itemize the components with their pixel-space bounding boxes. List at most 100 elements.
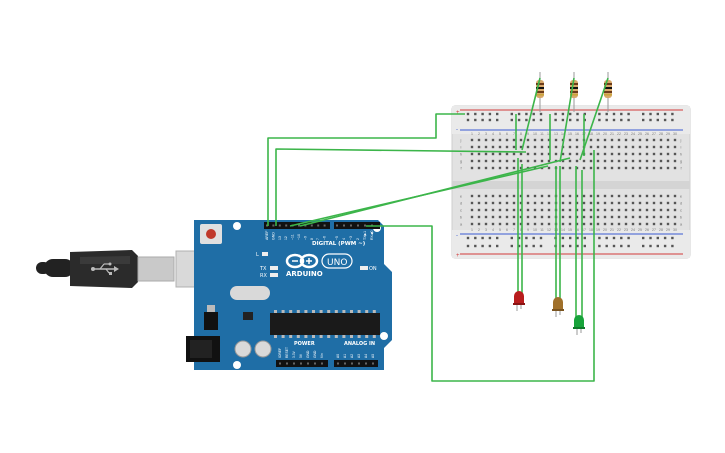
breadboard-hole[interactable] [519, 152, 523, 156]
breadboard-hole[interactable] [505, 159, 509, 163]
breadboard-hole[interactable] [603, 145, 607, 149]
breadboard-hole[interactable] [659, 222, 663, 226]
breadboard-hole[interactable] [589, 222, 593, 226]
rail-hole[interactable] [525, 244, 528, 248]
rail-hole[interactable] [510, 112, 513, 116]
breadboard-hole[interactable] [617, 194, 621, 198]
rail-hole[interactable] [612, 236, 616, 240]
breadboard-hole[interactable] [575, 201, 579, 205]
breadboard-hole[interactable] [610, 166, 614, 170]
rail-hole[interactable] [510, 244, 513, 248]
breadboard-hole[interactable] [561, 208, 565, 212]
breadboard-hole[interactable] [505, 145, 509, 149]
breadboard-hole[interactable] [477, 215, 481, 219]
breadboard-hole[interactable] [554, 145, 558, 149]
breadboard-hole[interactable] [645, 159, 649, 163]
rail-hole[interactable] [605, 236, 608, 240]
rail-hole[interactable] [649, 244, 652, 248]
breadboard-hole[interactable] [505, 208, 509, 212]
breadboard-hole[interactable] [582, 201, 586, 205]
rail-hole[interactable] [671, 112, 674, 116]
breadboard-hole[interactable] [512, 194, 516, 198]
rail-hole[interactable] [569, 236, 572, 240]
breadboard-hole[interactable] [645, 215, 649, 219]
rail-hole[interactable] [488, 118, 492, 122]
rail-hole[interactable] [642, 244, 645, 248]
breadboard-hole[interactable] [526, 159, 530, 163]
breadboard-hole[interactable] [533, 222, 537, 226]
breadboard-hole[interactable] [533, 145, 537, 149]
breadboard-hole[interactable] [505, 152, 509, 156]
breadboard-hole[interactable] [624, 208, 628, 212]
breadboard-hole[interactable] [526, 145, 530, 149]
breadboard-hole[interactable] [652, 215, 656, 219]
breadboard-hole[interactable] [617, 159, 621, 163]
breadboard-hole[interactable] [491, 152, 495, 156]
breadboard-hole[interactable] [652, 166, 656, 170]
reset-button[interactable] [206, 229, 216, 239]
breadboard-hole[interactable] [589, 159, 593, 163]
digital-pin[interactable] [285, 224, 288, 227]
breadboard-hole[interactable] [673, 222, 677, 226]
rail-hole[interactable] [525, 236, 528, 240]
arduino-uno-board[interactable]: L TX RX ON ARDUINO UNO DIGITAL (PWM ~) P… [186, 220, 392, 370]
wire-resistor2-lead[interactable] [559, 77, 575, 163]
breadboard-hole[interactable] [645, 201, 649, 205]
rail-hole[interactable] [605, 118, 608, 122]
breadboard-hole[interactable] [575, 222, 579, 226]
breadboard-hole[interactable] [617, 152, 621, 156]
rail-hole[interactable] [569, 244, 572, 248]
breadboard-hole[interactable] [561, 222, 565, 226]
digital-pin[interactable] [272, 224, 275, 227]
rail-hole[interactable] [496, 236, 499, 240]
breadboard-hole[interactable] [533, 208, 537, 212]
rail-hole[interactable] [627, 118, 630, 122]
rail-hole[interactable] [517, 112, 521, 116]
power-pin[interactable] [314, 362, 316, 365]
breadboard-hole[interactable] [673, 166, 677, 170]
rail-hole[interactable] [642, 118, 645, 122]
breadboard-hole[interactable] [526, 201, 530, 205]
breadboard-hole[interactable] [533, 201, 537, 205]
breadboard-hole[interactable] [505, 215, 509, 219]
breadboard-hole[interactable] [477, 194, 481, 198]
power-pin[interactable] [300, 362, 302, 365]
rail-hole[interactable] [561, 118, 565, 122]
breadboard-hole[interactable] [498, 208, 502, 212]
breadboard-hole[interactable] [470, 222, 474, 226]
breadboard-hole[interactable] [610, 215, 614, 219]
breadboard-hole[interactable] [603, 208, 607, 212]
breadboard-hole[interactable] [533, 152, 537, 156]
breadboard-hole[interactable] [603, 152, 607, 156]
rail-hole[interactable] [539, 118, 543, 122]
rail-hole[interactable] [649, 112, 652, 116]
rail-hole[interactable] [605, 112, 608, 116]
breadboard-hole[interactable] [582, 194, 586, 198]
digital-pin[interactable] [323, 224, 326, 227]
breadboard-hole[interactable] [512, 208, 516, 212]
rail-hole[interactable] [510, 236, 513, 240]
breadboard-hole[interactable] [659, 201, 663, 205]
breadboard-hole[interactable] [589, 152, 593, 156]
breadboard-hole[interactable] [498, 201, 502, 205]
breadboard-hole[interactable] [631, 201, 635, 205]
breadboard-hole[interactable] [526, 215, 530, 219]
breadboard-hole[interactable] [596, 138, 600, 142]
breadboard-hole[interactable] [547, 166, 551, 170]
breadboard-hole[interactable] [659, 194, 663, 198]
rail-hole[interactable] [627, 236, 630, 240]
breadboard-hole[interactable] [666, 222, 670, 226]
breadboard-hole[interactable] [610, 152, 614, 156]
breadboard-hole[interactable] [638, 201, 642, 205]
breadboard-hole[interactable] [568, 222, 572, 226]
rail-hole[interactable] [532, 236, 535, 240]
rail-hole[interactable] [525, 118, 528, 122]
rail-hole[interactable] [539, 112, 543, 116]
breadboard-hole[interactable] [659, 145, 663, 149]
rail-hole[interactable] [642, 236, 645, 240]
breadboard-hole[interactable] [638, 138, 642, 142]
breadboard-hole[interactable] [666, 152, 670, 156]
breadboard-hole[interactable] [519, 201, 523, 205]
rail-hole[interactable] [539, 236, 543, 240]
breadboard-hole[interactable] [533, 166, 537, 170]
